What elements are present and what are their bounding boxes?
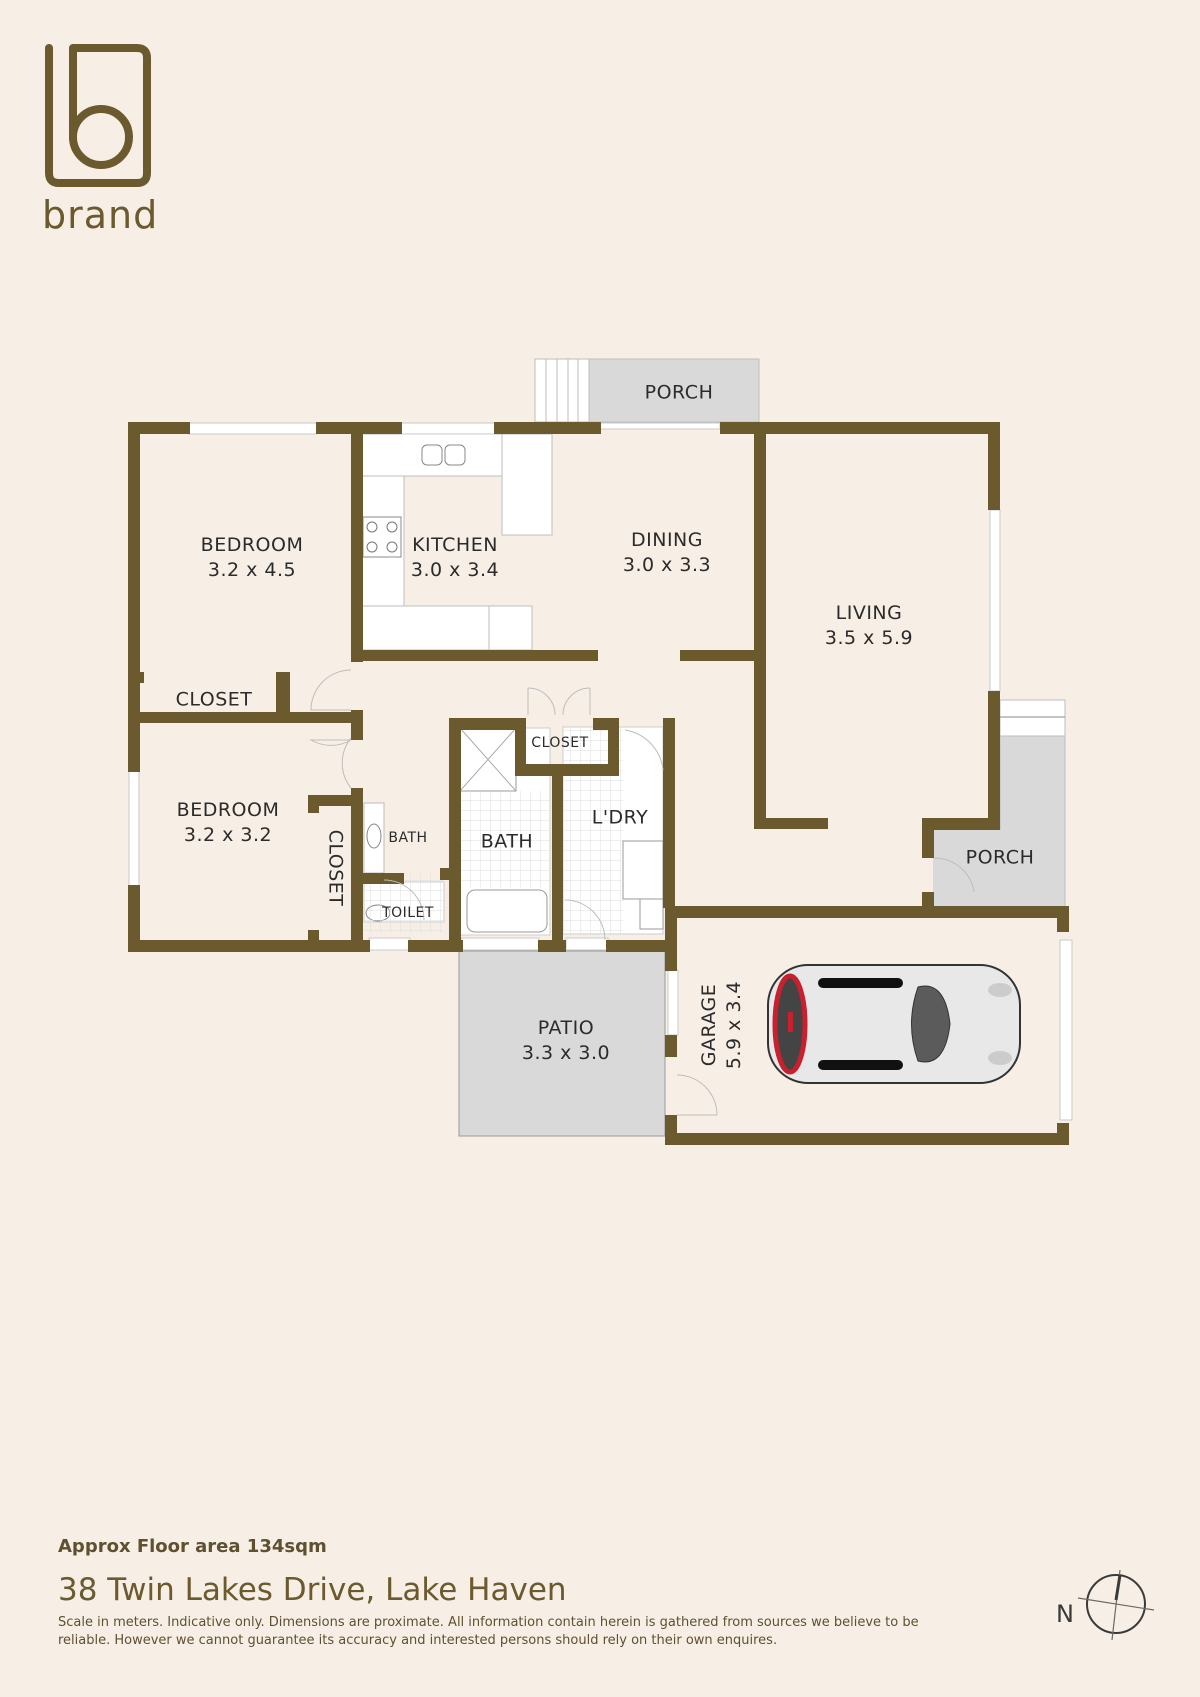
- room-ensuite: BATH: [388, 829, 427, 847]
- compass-icon: [1077, 1570, 1155, 1641]
- room-bedroom-1: BEDROOM 3.2 x 4.5: [201, 533, 304, 583]
- room-garage: GARAGE 5.9 x 3.4: [697, 981, 747, 1069]
- car-icon: [767, 964, 1021, 1084]
- compass-north-label: N: [1056, 1600, 1074, 1628]
- disclaimer: Scale in meters. Indicative only. Dimens…: [58, 1615, 919, 1648]
- room-name: PORCH: [965, 846, 1035, 869]
- room-laundry: L'DRY: [592, 806, 649, 831]
- room-size: 3.2 x 4.5: [207, 559, 297, 581]
- room-closet-2: CLOSET: [323, 830, 348, 907]
- outdoor-areas: [458, 358, 1066, 1137]
- room-size: 3.5 x 5.9: [824, 627, 914, 649]
- room-kitchen: KITCHEN 3.0 x 3.4: [411, 533, 499, 583]
- room-closet-1: CLOSET: [176, 688, 253, 713]
- room-closet-3: CLOSET: [531, 734, 588, 752]
- doors: [309, 669, 975, 1116]
- room-size: 5.9 x 3.4: [723, 980, 745, 1070]
- brand-logo-icon: [45, 44, 151, 187]
- room-size: 3.0 x 3.4: [410, 559, 500, 581]
- room-bedroom-2: BEDROOM 3.2 x 3.2: [177, 798, 280, 848]
- room-name: TOILET: [382, 905, 434, 921]
- room-dining: DINING 3.0 x 3.3: [623, 528, 711, 578]
- room-toilet: TOILET: [382, 904, 434, 922]
- room-name: CLOSET: [531, 735, 589, 751]
- room-name: KITCHEN: [412, 534, 498, 556]
- room-name: L'DRY: [591, 806, 649, 829]
- property-address: 38 Twin Lakes Drive, Lake Haven: [58, 1572, 567, 1608]
- floor-area: Approx Floor area 134sqm: [58, 1536, 327, 1557]
- room-size: 3.3 x 3.0: [521, 1042, 611, 1064]
- room-bath: BATH: [481, 830, 533, 855]
- room-name: CLOSET: [175, 688, 253, 711]
- room-name: BATH: [480, 830, 534, 853]
- room-size: 3.2 x 3.2: [183, 824, 273, 846]
- room-porch-front: PORCH: [645, 381, 714, 406]
- room-patio: PATIO 3.3 x 3.0: [522, 1016, 610, 1066]
- room-name: CLOSET: [324, 829, 347, 907]
- room-name: PORCH: [644, 381, 714, 404]
- windows: [128, 422, 1073, 1121]
- room-name: PATIO: [537, 1017, 595, 1039]
- fixtures: [359, 433, 664, 936]
- room-name: BATH: [388, 830, 428, 846]
- room-name: LIVING: [835, 602, 903, 624]
- room-size: 3.0 x 3.3: [622, 554, 712, 576]
- room-name: DINING: [630, 529, 703, 551]
- room-name: BEDROOM: [200, 534, 304, 556]
- brand-wordmark: brand: [42, 193, 159, 237]
- walls: [128, 422, 1069, 1145]
- room-name: GARAGE: [698, 983, 720, 1067]
- room-living: LIVING 3.5 x 5.9: [825, 601, 913, 651]
- room-porch-side: PORCH: [966, 846, 1035, 871]
- room-name: BEDROOM: [176, 799, 280, 821]
